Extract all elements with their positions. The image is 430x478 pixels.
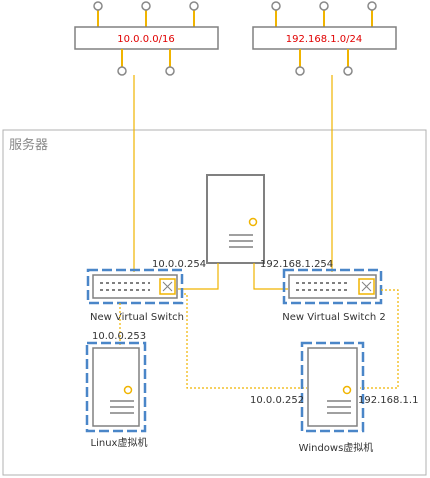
- link-server-switch1: [178, 263, 219, 290]
- network-10-label: 10.0.0.0/16: [117, 34, 174, 45]
- network-192-label: 192.168.1.0/24: [286, 34, 363, 45]
- switch-2-label: New Virtual Switch 2: [282, 312, 385, 323]
- linux-vm-ip: 10.0.0.253: [92, 331, 146, 342]
- virtual-switch-1-icon: [86, 268, 184, 305]
- linux-vm-icon: [85, 341, 147, 433]
- link-switch1-windows: [184, 293, 307, 389]
- windows-vm-icon: [300, 341, 365, 433]
- windows-vm-ip-1: 10.0.0.252: [250, 395, 304, 406]
- link-switch2-windows: [360, 289, 399, 389]
- switch-1-ip: 10.0.0.254: [152, 259, 206, 270]
- host-server-label: 服务器: [9, 137, 48, 153]
- network-10-block: 10.0.0.0/16: [74, 1, 219, 76]
- windows-vm-label: Windows虚拟机: [299, 441, 374, 454]
- switch-1-label: New Virtual Switch: [90, 312, 184, 323]
- windows-vm-ip-2: 192.168.1.1: [358, 395, 418, 406]
- link-server-switch2: [253, 263, 288, 290]
- physical-server-icon: [206, 174, 265, 264]
- switch-2-ip: 192.168.1.254: [260, 259, 333, 270]
- linux-vm-label: Linux虚拟机: [91, 436, 148, 449]
- virtual-switch-2-icon: [282, 268, 383, 305]
- network-192-block: 192.168.1.0/24: [252, 1, 397, 76]
